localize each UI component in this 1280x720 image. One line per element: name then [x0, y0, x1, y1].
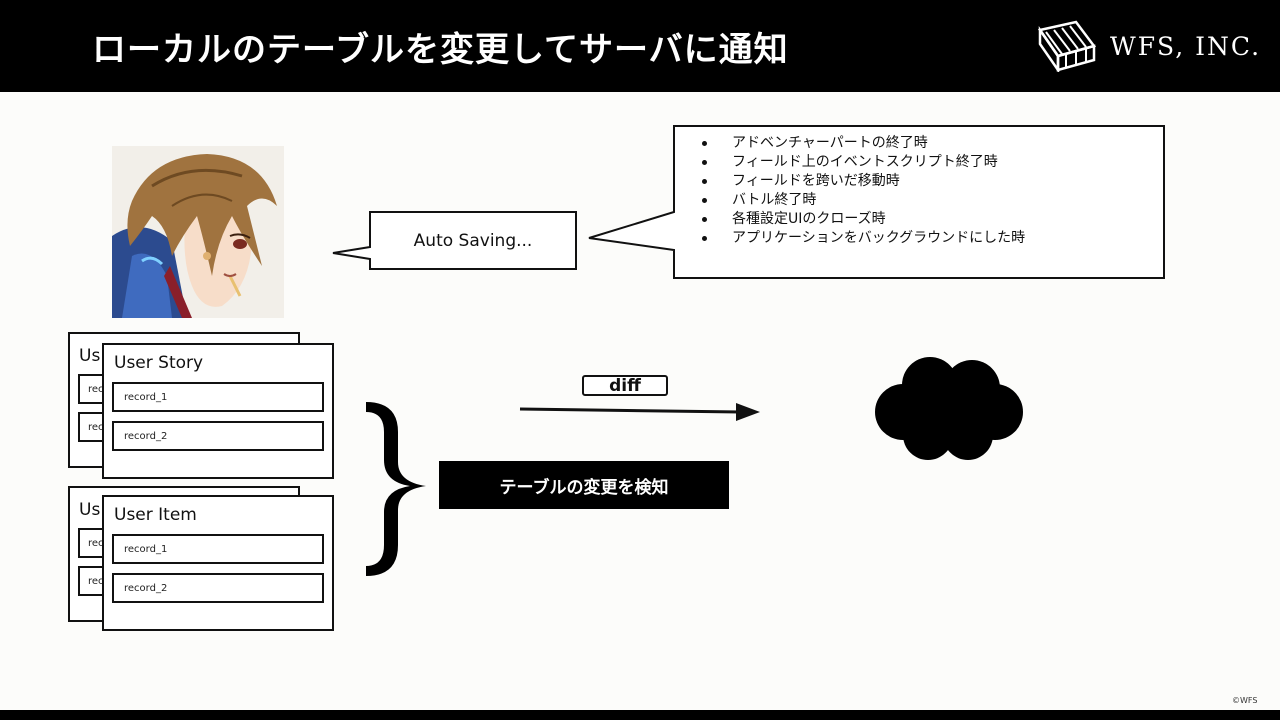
wfs-logo-icon [1037, 20, 1097, 72]
event-list: アドベンチャーパートの終了時 フィールド上のイベントスクリプト終了時 フィールド… [700, 134, 1025, 248]
event-item: アドベンチャーパートの終了時 [700, 134, 1025, 153]
record-label: record_1 [124, 392, 168, 403]
event-item: バトル終了時 [700, 191, 1025, 210]
table-card-user-story: User Story record_1 record_2 [102, 343, 334, 479]
character-illustration [112, 146, 284, 318]
company-name: WFS, INC. [1110, 32, 1262, 61]
event-item: フィールド上のイベントスクリプト終了時 [700, 153, 1025, 172]
event-item: 各種設定UIのクローズ時 [700, 210, 1025, 229]
record-label: record_1 [124, 544, 168, 555]
record-label: record_2 [124, 431, 168, 442]
record-label: record_2 [124, 583, 168, 594]
copyright-text: ©WFS [1232, 696, 1258, 705]
diff-arrow-line [519, 407, 741, 414]
event-item: アプリケーションをバックグラウンドにした時 [700, 229, 1025, 248]
event-item: フィールドを跨いだ移動時 [700, 172, 1025, 191]
table-back-title: Us [79, 346, 101, 366]
record-label: rec [88, 538, 104, 549]
record-row: record_2 [112, 573, 324, 603]
record-row: record_2 [112, 421, 324, 451]
detect-change-label: テーブルの変更を検知 [439, 461, 729, 509]
table-back-title: Us [79, 500, 101, 520]
record-label: reco [88, 576, 110, 587]
diff-label: diff [582, 375, 668, 396]
table-title: User Item [114, 505, 197, 525]
slide-title: ローカルのテーブルを変更してサーバに通知 [92, 30, 789, 70]
record-label: reco [88, 422, 110, 433]
table-card-user-item: User Item record_1 record_2 [102, 495, 334, 631]
table-title: User Story [114, 353, 204, 373]
character-portrait-icon [112, 146, 284, 318]
company-logo: WFS, INC. [1036, 20, 1259, 76]
speech-bubble-shape [332, 211, 577, 270]
diff-arrow-head [736, 403, 760, 421]
curly-brace-shape [366, 402, 426, 576]
save-trigger-events: アドベンチャーパートの終了時 フィールド上のイベントスクリプト終了時 フィールド… [674, 126, 1164, 278]
events-callout-shape [588, 125, 1165, 279]
record-row: record_1 [112, 534, 324, 564]
record-row: record_1 [112, 382, 324, 412]
auto-saving-text: Auto Saving... [413, 230, 533, 251]
slide-header: ローカルのテーブルを変更してサーバに通知 WFS, INC. [0, 0, 1280, 90]
server-cloud-icon [875, 357, 1023, 460]
